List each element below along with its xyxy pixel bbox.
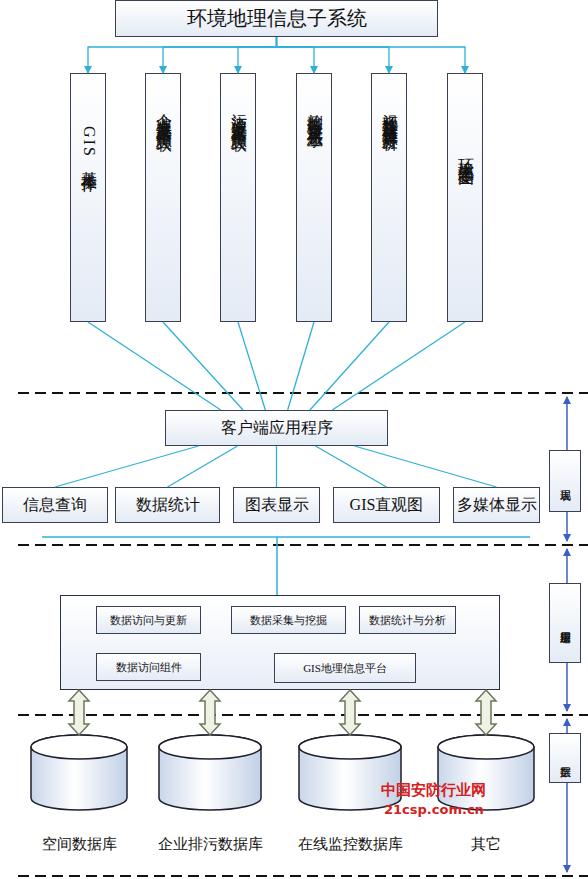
box-text: 数据采集与挖掘 (250, 613, 327, 628)
layer-label-box: 表现层 (549, 450, 581, 512)
database-label: 空间数据库 (0, 835, 158, 854)
function-box: 视频监控及格林曼黑度分析 (371, 73, 407, 322)
box-text: GIS地理信息平台 (303, 661, 387, 676)
connector-line (238, 322, 265, 410)
box-text: 环境生态专题图 (455, 146, 476, 160)
function-box: 检测设备定位及状态显示 (296, 73, 332, 322)
logic-container: 数据访问与更新 数据采集与挖掘 数据统计与分析数据访问组件 GIS地理信息平台 (60, 595, 500, 690)
layer-label-box: 应用逻辑层 (549, 583, 581, 663)
function-box: 污染源定位及基本信息关联 (220, 73, 256, 322)
client-app-box: 客户端应用程序 (165, 410, 388, 446)
layer-divider (18, 393, 588, 876)
box-text: 客户端应用程序 (221, 418, 333, 439)
presentation-box: 图表显示 (233, 487, 320, 523)
presentation-box: GIS直观图 (333, 487, 440, 523)
box-text: 视频监控及格林曼黑度分析 (379, 101, 400, 125)
presentation-box: 数据统计 (115, 487, 220, 523)
double-block-arrow (200, 690, 220, 735)
connector-line (163, 322, 243, 410)
connector-line (316, 446, 387, 487)
database-label: 企业排污数据库 (128, 835, 292, 854)
function-box: 环境生态专题图 (447, 73, 483, 322)
logic-module-box: 数据统计与分析 (359, 606, 456, 634)
cylinder-outline (30, 735, 128, 810)
box-text: 数据统计 (136, 495, 200, 516)
watermark-text: 中国安防行业网 (381, 781, 486, 800)
box-text: 多媒体显示 (457, 495, 537, 516)
logic-module-box: 数据采集与挖掘 (231, 606, 346, 634)
layer-label-box: 数据层 (549, 733, 581, 783)
presentation-box: 信息查询 (2, 487, 108, 523)
bus-line (42, 536, 530, 538)
connector-line (277, 37, 390, 73)
connector-line (277, 37, 315, 73)
box-text: 数据统计与分析 (369, 613, 446, 628)
connector-line (88, 322, 221, 410)
connector-line (163, 37, 277, 73)
connector-line (288, 322, 314, 410)
connector-line (277, 37, 466, 73)
watermark-url: 21csp.com.cn (384, 802, 484, 817)
box-text: 检测设备定位及状态显示 (304, 101, 325, 123)
database-cylinder: 企业排污数据库 (158, 735, 262, 810)
connector-line (310, 322, 389, 410)
connector-line (168, 446, 238, 487)
connector-line (332, 322, 465, 410)
double-block-arrow (69, 690, 89, 735)
cylinder-outline (158, 735, 262, 810)
box-text: 数据访问与更新 (110, 613, 187, 628)
box-text: 污染源定位及基本信息关联 (228, 101, 249, 125)
connector-line (276, 446, 277, 487)
box-text: GIS直观图 (350, 495, 424, 516)
box-text: 数据访问组件 (116, 660, 182, 675)
box-text: GIS基本操作 (78, 126, 99, 166)
function-box: GIS基本操作 (70, 73, 106, 322)
box-text: 图表显示 (245, 495, 309, 516)
presentation-box: 多媒体显示 (453, 487, 540, 523)
logic-module-box: 数据访问与更新 (96, 606, 201, 634)
function-box: 企业点定位及基本信息关联 (145, 73, 181, 322)
double-block-arrow (340, 690, 360, 735)
box-text: 环境地理信息子系统 (187, 5, 367, 32)
database-label: 其它 (407, 835, 565, 854)
database-cylinder: 空间数据库 (30, 735, 128, 810)
bus-drop-line (276, 537, 278, 595)
connector-line (238, 37, 277, 73)
logic-module-box: GIS地理信息平台 (274, 653, 416, 683)
connector-line (55, 446, 198, 487)
connector-line (355, 446, 497, 487)
double-block-arrow (476, 690, 496, 735)
box-text: 信息查询 (23, 495, 87, 516)
system-title-box: 环境地理信息子系统 (115, 0, 438, 37)
box-text: 企业点定位及基本信息关联 (153, 101, 174, 125)
logic-module-box: 数据访问组件 (96, 653, 201, 681)
database-label: 在线监控数据库 (268, 835, 432, 854)
connector-line (88, 37, 277, 73)
